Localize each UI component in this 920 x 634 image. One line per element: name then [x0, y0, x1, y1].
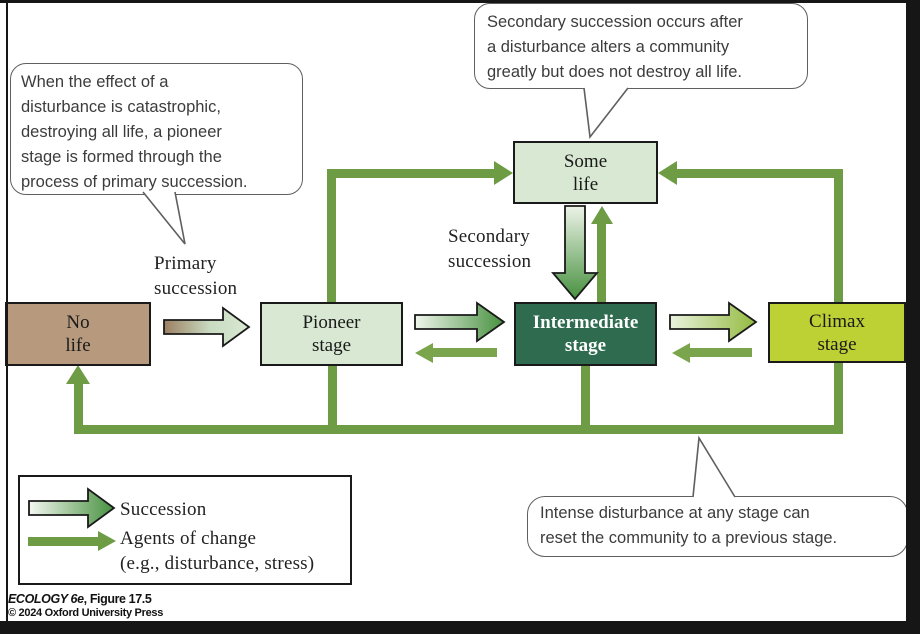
- succession-arrow-pioneer-to-intermediate: [414, 301, 506, 343]
- figure-caption: ECOLOGY 6e, Figure 17.5: [8, 592, 152, 606]
- reset-line-bottom-horizontal: [74, 425, 843, 434]
- arrowhead-into-somelife-left: [494, 161, 513, 185]
- frame-left-border: [6, 0, 8, 621]
- agents-line-topleft-horizontal: [327, 169, 495, 178]
- agents-line-topright-horizontal: [677, 169, 843, 178]
- arrowhead-right: [98, 531, 116, 551]
- legend-agents-label: Agents of change (e.g., disturbance, str…: [120, 528, 315, 574]
- reset-line-intermediate-down: [581, 366, 590, 426]
- arrowhead-left: [415, 343, 433, 363]
- arrowhead-up-to-somelife: [591, 206, 613, 224]
- reset-callout: Intense disturbance at any stage can res…: [527, 496, 908, 557]
- agents-line-pioneer-up: [327, 169, 336, 303]
- no-life-box: No life: [5, 302, 151, 366]
- frame-right-bar: [906, 0, 920, 634]
- arrow-shaft: [28, 537, 98, 546]
- arrowhead-left: [672, 343, 690, 363]
- reset-line-nolife-up: [74, 384, 83, 426]
- copyright-line: © 2024 Oxford University Press: [8, 607, 164, 619]
- legend-succession-arrow: [28, 487, 116, 529]
- frame-bottom-bar: [0, 621, 920, 634]
- arrowhead-up-to-nolife: [66, 365, 90, 384]
- agents-arrow-climax-to-intermediate: [672, 343, 752, 363]
- pioneer-stage-box: Pioneer stage: [260, 302, 403, 366]
- reset-callout-tail: [692, 435, 736, 498]
- caption-book-title: ECOLOGY 6e: [8, 592, 84, 606]
- frame-top-border: [0, 0, 920, 3]
- climax-stage-box: Climax stage: [768, 302, 906, 363]
- caption-figure-number: , Figure 17.5: [83, 592, 152, 606]
- primary-succession-arrow: [163, 306, 251, 348]
- reset-line-climax-down: [834, 362, 843, 426]
- secondary-callout-tail: [583, 87, 629, 140]
- legend: [18, 475, 352, 585]
- reset-line-pioneer-down: [328, 366, 337, 426]
- succession-arrow-intermediate-to-climax: [669, 301, 758, 343]
- intermediate-stage-box: Intermediate stage: [514, 302, 657, 366]
- some-life-box: Some life: [513, 141, 658, 204]
- agents-arrow-intermediate-to-pioneer: [415, 343, 497, 363]
- agents-line-intermediate-up: [597, 224, 606, 303]
- secondary-succession-callout: Secondary succession occurs after a dist…: [474, 3, 808, 89]
- secondary-succession-label: Secondary succession: [448, 226, 532, 272]
- legend-agents-arrow: [28, 531, 144, 551]
- primary-callout-tail: [142, 191, 186, 245]
- arrow-shaft: [433, 348, 497, 357]
- arrow-shaft: [690, 348, 752, 357]
- legend-succession-label: Succession: [120, 499, 207, 520]
- primary-succession-label: Primary succession: [154, 253, 238, 299]
- arrowhead-into-somelife-right: [658, 161, 677, 185]
- primary-succession-callout: When the effect of a disturbance is cata…: [10, 63, 303, 195]
- agents-line-climax-up: [834, 169, 843, 303]
- secondary-succession-arrow-down: [551, 205, 599, 301]
